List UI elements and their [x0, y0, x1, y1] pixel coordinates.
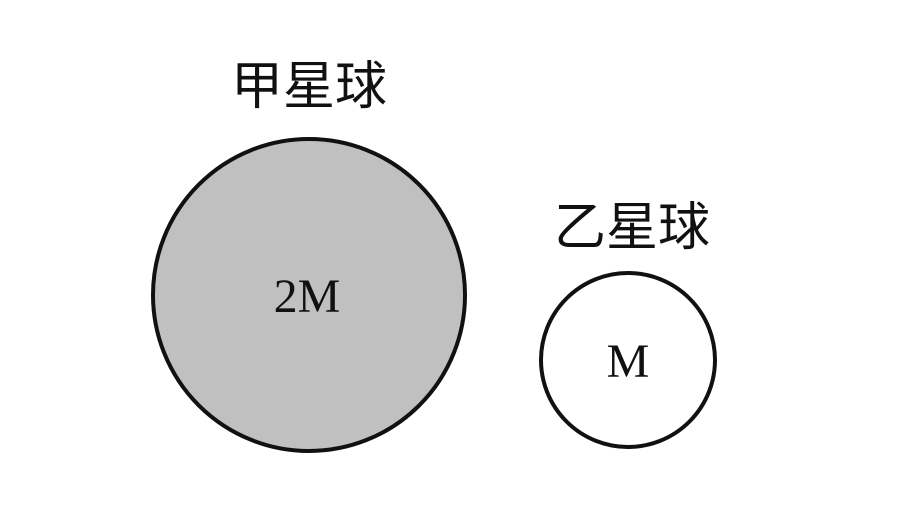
planet-yi: 乙星球 M	[539, 198, 717, 449]
planet-jia: 甲星球 2M	[151, 57, 467, 453]
planet-yi-circle	[539, 271, 717, 449]
planet-yi-name: 乙星球	[554, 198, 710, 258]
planet-jia-name: 甲星球	[231, 57, 387, 117]
planet-jia-circle	[151, 137, 467, 453]
planet-jia-mass: 2M	[274, 270, 341, 323]
planet-yi-mass: M	[607, 335, 650, 388]
